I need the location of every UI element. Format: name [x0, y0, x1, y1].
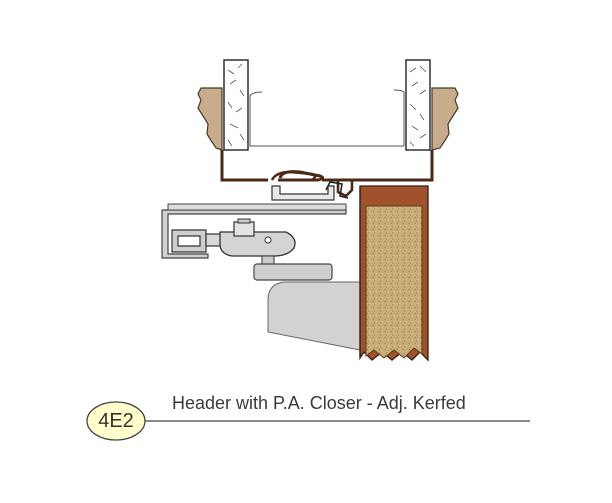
- closer-spindle: [261, 255, 275, 265]
- header-frame-profile: [220, 150, 434, 182]
- bracket-plate: [167, 203, 347, 211]
- adjustment-nut-cap: [237, 218, 251, 224]
- pivot-bolt: [264, 236, 272, 244]
- right-wall-board: [405, 59, 431, 151]
- closer-top-block: [253, 263, 333, 281]
- detail-caption: Header with P.A. Closer - Adj. Kerfed: [172, 393, 466, 413]
- weatherstrip-clip: [325, 181, 349, 199]
- closer-track: [271, 185, 335, 201]
- closer-arm-shoe: [219, 231, 296, 257]
- left-casing-trim: [197, 87, 223, 151]
- adjustment-nut: [233, 221, 255, 237]
- closer-arm-clevis: [171, 229, 207, 253]
- detail-code-label: 4E2: [98, 410, 134, 432]
- door-core: [365, 205, 423, 359]
- closer-body: [267, 281, 361, 351]
- right-casing-trim: [431, 87, 459, 151]
- frame-stop-bend: [270, 170, 354, 198]
- stud-outline: [249, 89, 405, 147]
- closer-mounting-bracket: [161, 209, 347, 259]
- left-wall-board: [223, 59, 249, 151]
